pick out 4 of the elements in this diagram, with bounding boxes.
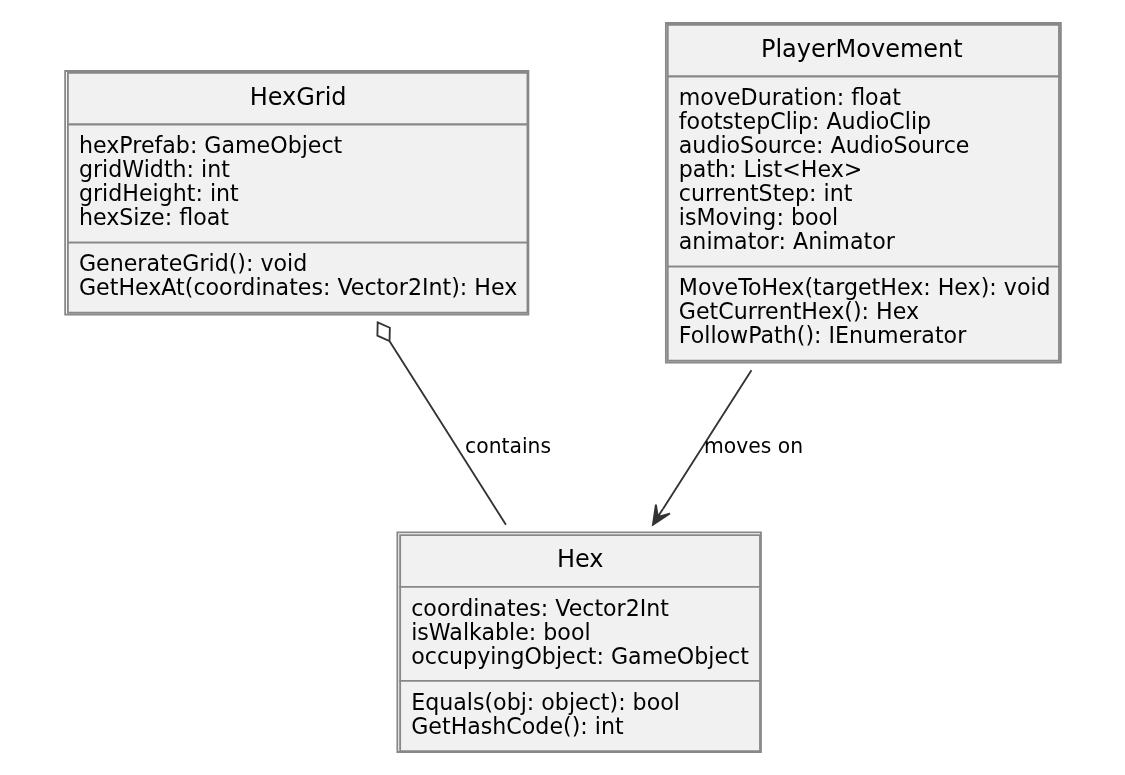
edge-label: contains xyxy=(464,433,551,458)
edge-label: moves on xyxy=(703,433,803,458)
arrow xyxy=(651,369,752,526)
connector xyxy=(375,320,507,526)
